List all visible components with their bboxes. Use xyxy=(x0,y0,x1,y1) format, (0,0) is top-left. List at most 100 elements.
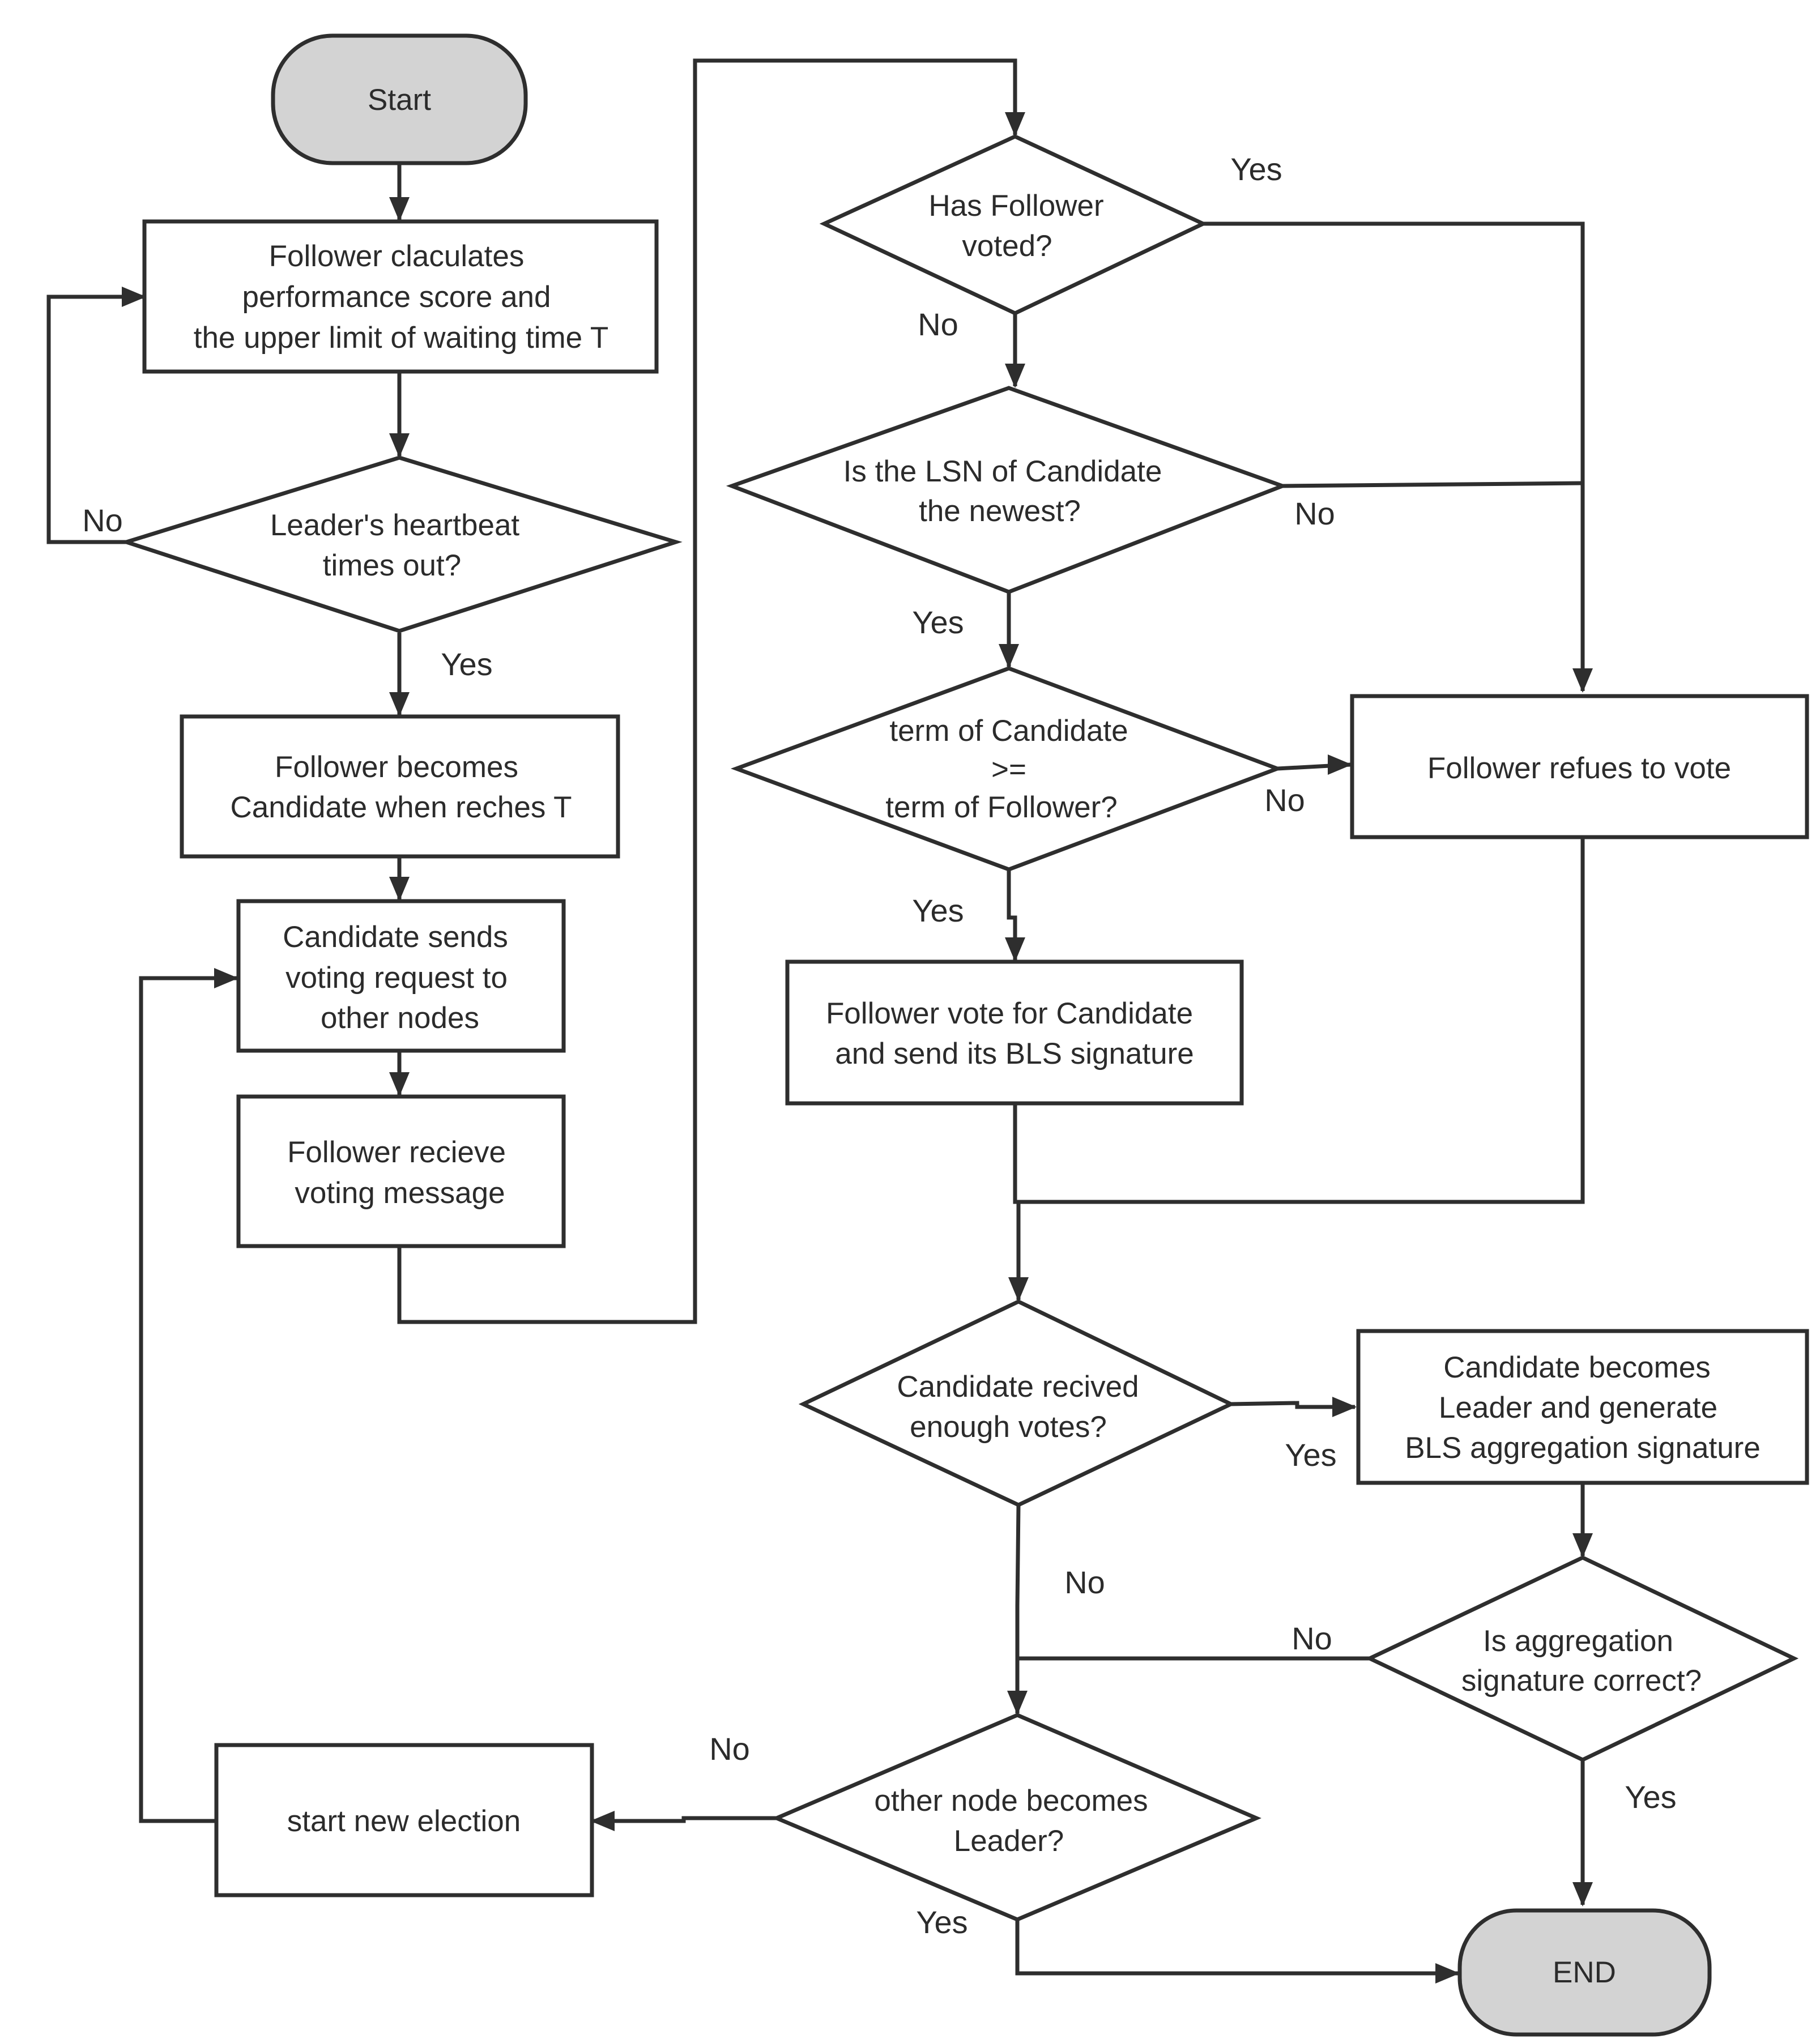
becomes-candidate-label-line1: Follower becomes xyxy=(275,750,518,784)
becomes-candidate-process xyxy=(180,714,620,859)
sends-request-process xyxy=(236,899,566,1053)
arrowhead xyxy=(389,692,410,716)
heartbeat-label-line1: Leader's heartbeat xyxy=(270,509,520,542)
refuse-label: Follower refues to vote xyxy=(1427,752,1731,785)
arrowhead xyxy=(122,287,146,307)
agg-no-label: No xyxy=(1292,1620,1332,1656)
agg-decision xyxy=(1365,1555,1799,1762)
arrowhead xyxy=(1005,937,1025,962)
becomes-leader-label-line2: Leader and generate xyxy=(1439,1391,1717,1424)
arrowhead xyxy=(590,1811,615,1831)
other-leader-label-line2: Leader? xyxy=(954,1824,1064,1858)
edge-other-no xyxy=(592,1816,777,1823)
heartbeat-label-line2: times out? xyxy=(323,549,462,582)
end-label: END xyxy=(1553,1956,1616,1989)
arrowhead xyxy=(1332,1397,1357,1417)
arrowhead xyxy=(1435,1963,1460,1984)
lsn-yes-label: Yes xyxy=(912,604,964,640)
arrowhead xyxy=(1572,1882,1593,1906)
sends-request-label-line1: Candidate sends xyxy=(283,920,508,954)
lsn-label-line1: Is the LSN of Candidate xyxy=(843,455,1162,488)
edge-new-election-loop xyxy=(139,976,237,1823)
shapes xyxy=(120,33,1809,2037)
vote-process xyxy=(785,959,1244,1106)
arrowhead xyxy=(1572,1533,1593,1558)
becomes-leader-label-line3: BLS aggregation signature xyxy=(1405,1431,1761,1465)
term-label-line1: term of Candidate xyxy=(889,714,1128,748)
term-yes-label: Yes xyxy=(912,893,964,928)
agg-label-line1: Is aggregation xyxy=(1483,1624,1673,1658)
term-label-line3: term of Follower? xyxy=(885,791,1117,824)
arrowhead xyxy=(1005,364,1025,388)
agg-label-line2: signature correct? xyxy=(1461,1664,1702,1697)
term-no-label: No xyxy=(1264,782,1305,818)
edge-enough-yes xyxy=(1230,1401,1355,1409)
edge-labels: No Yes Yes No No Yes No Yes Yes No No Ye… xyxy=(82,151,1676,1940)
becomes-leader-process xyxy=(1356,1329,1809,1485)
vote-label-line2: and send its BLS signature xyxy=(835,1037,1194,1070)
other-no-label: No xyxy=(709,1731,750,1767)
arrowhead xyxy=(389,433,410,458)
calc-label-line3: the upper limit of waiting time T xyxy=(194,321,609,355)
arrowhead xyxy=(999,644,1019,668)
agg-yes-label: Yes xyxy=(1625,1779,1676,1815)
enough-no-label: No xyxy=(1064,1564,1105,1600)
sends-request-label-line3: other nodes xyxy=(321,1001,479,1035)
calc-label-line2: performance score and xyxy=(242,280,551,314)
edge-enough-no xyxy=(1015,1504,1021,1713)
arrowhead xyxy=(1005,112,1025,137)
arrowhead xyxy=(1328,754,1352,775)
arrowhead xyxy=(214,968,238,988)
start-label: Start xyxy=(368,83,431,117)
edge-voted-yes xyxy=(1203,221,1585,691)
sends-request-label-line2: voting request to xyxy=(285,961,508,995)
voted-yes-label: Yes xyxy=(1230,151,1282,187)
end-terminal xyxy=(1457,1908,1712,2037)
enough-label-line2: enough votes? xyxy=(910,1410,1107,1444)
heartbeat-no-label: No xyxy=(82,502,123,538)
arrowhead xyxy=(1008,1277,1029,1302)
other-leader-decision xyxy=(772,1713,1261,1922)
enough-decision xyxy=(798,1299,1236,1507)
arrowhead xyxy=(389,877,410,901)
edge-refuse-to-merge xyxy=(1015,837,1585,1204)
lsn-label-line2: the newest? xyxy=(919,494,1081,528)
node-labels: Start Follower claculates performance sc… xyxy=(194,83,1761,1989)
receive-process xyxy=(236,1094,566,1248)
arrowhead xyxy=(1007,1691,1028,1715)
term-label-line2: >= xyxy=(991,753,1026,786)
edge-heartbeat-no-loop xyxy=(46,295,144,544)
has-voted-label-line2: voted? xyxy=(962,229,1052,263)
calc-process xyxy=(142,219,659,374)
heartbeat-decision xyxy=(120,455,683,633)
edge-receive-to-voted xyxy=(397,58,1017,1324)
becomes-candidate-label-line2: Candidate when reches T xyxy=(230,791,572,824)
term-decision xyxy=(730,666,1283,872)
has-voted-decision xyxy=(819,134,1208,315)
arrowhead xyxy=(1572,668,1593,693)
receive-label-line1: Follower recieve xyxy=(287,1136,506,1169)
enough-yes-label: Yes xyxy=(1285,1437,1336,1473)
lsn-no-label: No xyxy=(1294,496,1335,531)
new-election-process xyxy=(214,1743,594,1897)
heartbeat-yes-label: Yes xyxy=(441,646,492,682)
connectors xyxy=(46,58,1585,1976)
calc-label-line1: Follower claculates xyxy=(269,240,525,273)
arrowheads xyxy=(122,112,1593,1984)
receive-label-line2: voting message xyxy=(295,1176,505,1210)
arrowhead xyxy=(389,1072,410,1097)
edge-lsn-no xyxy=(1282,481,1583,488)
edge-other-yes xyxy=(1015,1920,1458,1976)
enough-label-line1: Candidate recived xyxy=(897,1370,1139,1404)
becomes-leader-label-line1: Candidate becomes xyxy=(1443,1351,1710,1384)
lsn-decision xyxy=(726,386,1289,594)
other-leader-label-line1: other node becomes xyxy=(874,1784,1148,1818)
has-voted-label-line1: Has Follower xyxy=(928,189,1103,223)
other-yes-label: Yes xyxy=(916,1904,967,1940)
new-election-label: start new election xyxy=(287,1805,521,1838)
voted-no-label: No xyxy=(918,306,958,342)
vote-label-line1: Follower vote for Candidate xyxy=(826,997,1193,1030)
refuse-process xyxy=(1350,694,1809,839)
arrowhead xyxy=(389,197,410,221)
